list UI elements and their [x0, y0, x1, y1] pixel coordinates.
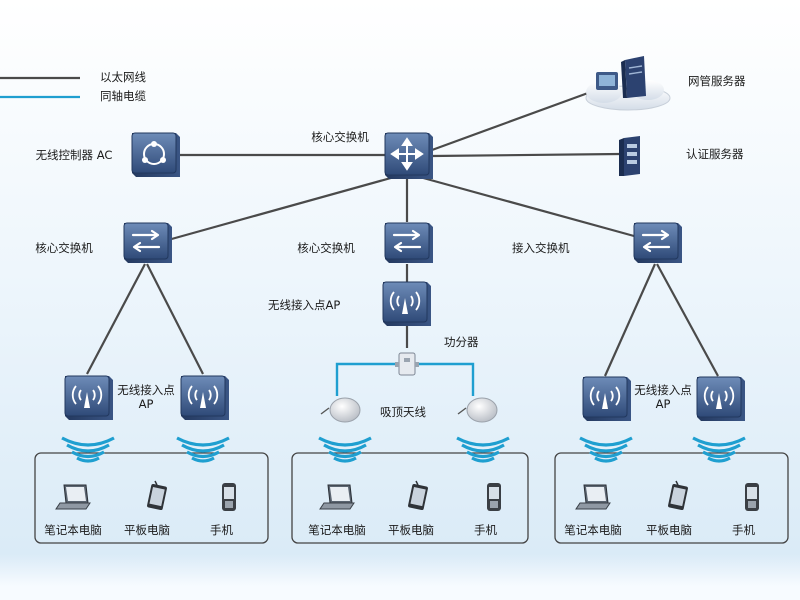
link-left-switch-ap2 [146, 263, 204, 375]
client-label-phone: 手机 [732, 523, 755, 537]
coax-links [335, 362, 475, 396]
left-ap-label: 无线接入点AP [117, 383, 175, 411]
left-ap1-icon [64, 375, 114, 421]
ceiling-antenna-right-icon [457, 397, 498, 423]
left-switch-icon [122, 221, 174, 265]
link-splitter-antenna-left [335, 362, 397, 396]
link-left-switch-ap1 [86, 263, 146, 375]
auth-server-label: 认证服务器 [686, 147, 744, 161]
client-area-right [554, 452, 789, 544]
ac-label: 无线控制器 AC [35, 148, 113, 162]
client-label-tablet: 平板电脑 [124, 523, 170, 537]
signal-waves-icon [691, 436, 747, 463]
client-label-phone: 手机 [474, 523, 497, 537]
client-label-laptop: 笔记本电脑 [564, 523, 622, 537]
client-label-laptop: 笔记本电脑 [308, 523, 366, 537]
right-ap-label: 无线接入点AP [634, 383, 692, 411]
right-switch-icon [632, 221, 684, 265]
core-switch-icon [384, 132, 433, 179]
ceiling-antenna-label: 吸顶天线 [380, 405, 426, 419]
laptop-icon [575, 484, 611, 510]
signal-waves-icon [578, 436, 634, 463]
link-core-right-switch [415, 174, 635, 238]
tablet-icon [145, 480, 169, 512]
phone-icon [222, 483, 236, 511]
client-label-phone: 手机 [210, 523, 233, 537]
nms-server-label: 网管服务器 [688, 74, 746, 88]
tablet-icon [666, 480, 690, 512]
signal-waves-icon [455, 436, 511, 463]
signal-waves-icon [317, 436, 373, 463]
right-ap2-icon [696, 376, 746, 422]
ceiling-antenna-left-icon [320, 397, 361, 423]
center-ap-icon [382, 281, 432, 327]
splitter-icon [395, 352, 419, 376]
tablet-icon [406, 480, 430, 512]
auth-server-icon [619, 136, 640, 176]
center-switch-icon [383, 221, 435, 265]
client-label-tablet: 平板电脑 [646, 523, 692, 537]
link-right-switch-ap2 [656, 263, 719, 377]
laptop-icon [55, 484, 91, 510]
signal-waves-icon [175, 436, 231, 463]
legend-coax-label: 同轴电缆 [100, 89, 146, 103]
phone-icon [487, 483, 501, 511]
left-ap2-icon [180, 375, 230, 421]
ethernet-links [86, 91, 719, 377]
link-core-left-switch [167, 174, 399, 242]
center-ap-label: 无线接入点AP [268, 298, 341, 312]
phone-icon [745, 483, 759, 511]
client-label-laptop: 笔记本电脑 [44, 523, 102, 537]
left-switch-label: 核心交换机 [35, 241, 93, 255]
right-switch-label: 接入交换机 [512, 241, 570, 255]
link-core-nms [431, 91, 589, 152]
signal-waves-icon [60, 436, 116, 463]
link-right-switch-ap1 [603, 263, 657, 377]
client-label-tablet: 平板电脑 [388, 523, 434, 537]
client-area-left [34, 452, 269, 544]
center-switch-label: 核心交换机 [297, 241, 355, 255]
legend-ethernet-label: 以太网线 [100, 70, 146, 84]
client-area-center [291, 452, 529, 544]
link-splitter-antenna-right [417, 362, 475, 396]
right-ap1-icon [582, 376, 632, 422]
nms-server-icon [585, 56, 671, 111]
laptop-icon [319, 484, 355, 510]
wireless-controller-icon [131, 132, 180, 177]
splitter-label: 功分器 [444, 335, 479, 349]
link-core-auth [431, 152, 621, 158]
core-switch-label: 核心交换机 [311, 130, 369, 144]
